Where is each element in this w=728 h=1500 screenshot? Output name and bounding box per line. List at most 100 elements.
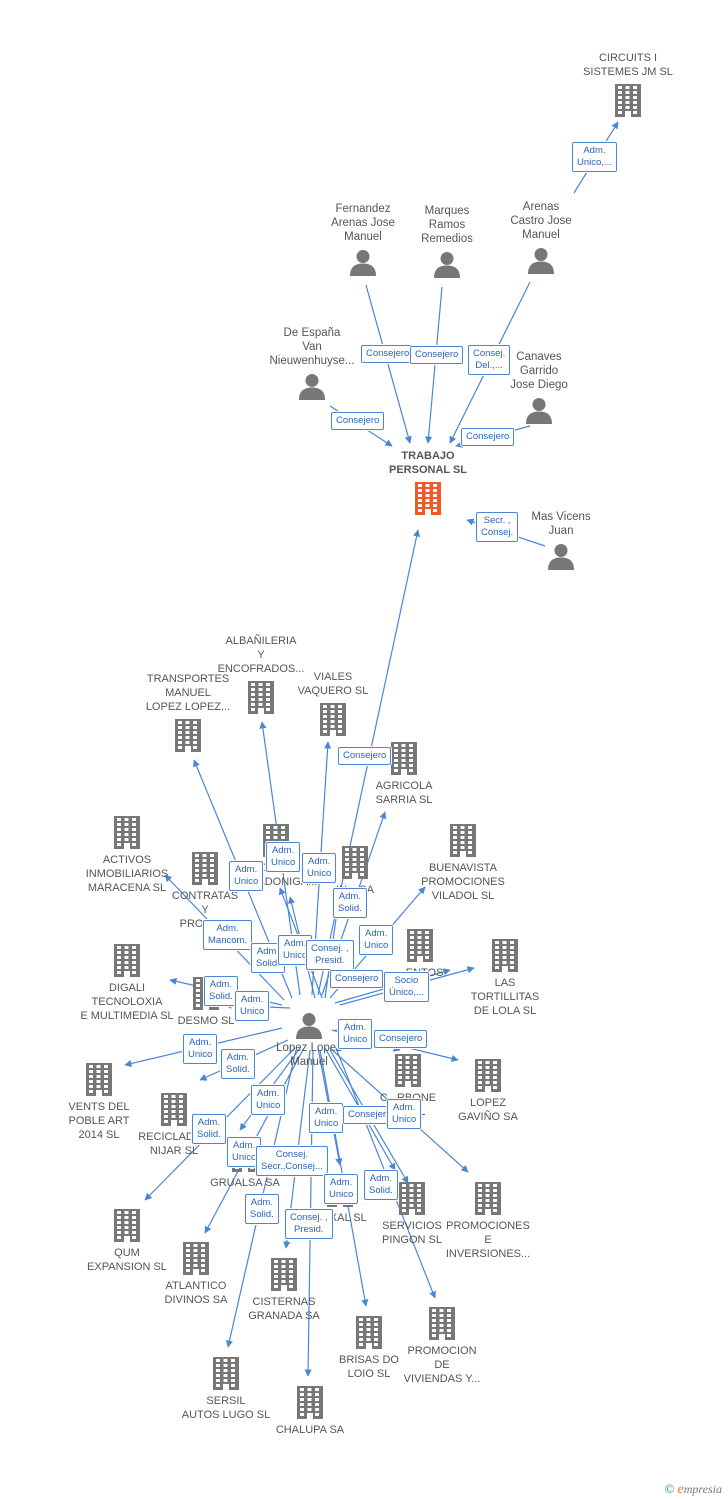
edge-role-label[interactable]: Consejero xyxy=(410,346,464,364)
edge-role-label[interactable]: Consejero xyxy=(331,412,385,430)
building-icon[interactable] xyxy=(390,741,418,780)
person-icon[interactable] xyxy=(547,542,575,575)
building-icon[interactable] xyxy=(174,718,202,757)
person-name[interactable]: Mas Vicens Juan xyxy=(531,511,591,537)
edge-role-label[interactable]: Adm. Unico xyxy=(266,842,301,872)
edge-role-label[interactable]: Adm. Solid. xyxy=(333,888,367,918)
person-icon[interactable] xyxy=(349,248,377,281)
building-icon[interactable] xyxy=(406,928,434,967)
company-name[interactable]: DIGALI TECNOLOXIA E MULTIMEDIA SL xyxy=(80,982,174,1022)
edge-role-label[interactable]: Adm. Unico xyxy=(309,1103,344,1133)
company-name[interactable]: LOPEZ GAVIÑO SA xyxy=(458,1097,518,1123)
building-icon[interactable] xyxy=(414,481,442,520)
edge-role-label[interactable]: Consej. Del.,... xyxy=(468,345,511,375)
company-name[interactable]: SERVICIOS PINGON SL xyxy=(382,1220,442,1246)
building-icon[interactable] xyxy=(270,1257,298,1296)
edge-role-label[interactable]: Consejero xyxy=(374,1030,428,1048)
company-name[interactable]: GRUALSA SA xyxy=(210,1177,280,1189)
building-icon[interactable] xyxy=(182,1241,210,1280)
building-icon[interactable] xyxy=(474,1181,502,1220)
company-name[interactable]: TRABAJO PERSONAL SL xyxy=(388,450,468,476)
edge-role-label[interactable]: Adm. Unico xyxy=(251,1085,286,1115)
building-icon[interactable] xyxy=(341,845,369,884)
edge-role-label[interactable]: Consejero xyxy=(361,345,415,363)
company-name[interactable]: BUENAVISTA PROMOCIONES VILADOL SL xyxy=(421,862,505,902)
copyright-symbol: © xyxy=(664,1481,675,1496)
building-icon[interactable] xyxy=(85,1062,113,1101)
edge-role-label[interactable]: Adm. Unico xyxy=(229,861,264,891)
person-name[interactable]: De España Van Nieuwenhuyse... xyxy=(269,327,355,367)
company-name[interactable]: RECICLADOS NIJAR SL xyxy=(138,1131,210,1157)
company-name[interactable]: VIALES VAQUERO SL xyxy=(297,671,369,697)
company-name[interactable]: ALBAÑILERIA Y ENCOFRADOS... xyxy=(217,635,305,675)
edge-role-label[interactable]: Adm. Unico xyxy=(324,1174,359,1204)
person-name[interactable]: Fernandez Arenas Jose Manuel xyxy=(331,203,395,243)
edge-role-label[interactable]: Adm. Solid. xyxy=(364,1170,398,1200)
edge-role-label[interactable]: Adm. Unico xyxy=(338,1019,373,1049)
building-icon[interactable] xyxy=(355,1315,383,1354)
edge-role-label[interactable]: Adm. Unico xyxy=(359,925,394,955)
company-name[interactable]: TRANSPORTES MANUEL LOPEZ LOPEZ... xyxy=(145,673,231,713)
edge-role-label[interactable]: Adm. Solid. xyxy=(204,976,238,1006)
building-icon[interactable] xyxy=(113,815,141,854)
edge-role-label[interactable]: Consej. Secr.,Consej... xyxy=(256,1146,328,1176)
edge-role-label[interactable]: Consejero xyxy=(343,1106,397,1124)
building-icon[interactable] xyxy=(398,1181,426,1220)
building-icon[interactable] xyxy=(491,938,519,977)
company-name[interactable]: DESMO SL xyxy=(177,1015,235,1027)
edge-role-label[interactable]: Socio Único,... xyxy=(384,972,429,1002)
building-icon[interactable] xyxy=(113,943,141,982)
person-name[interactable]: Arenas Castro Jose Manuel xyxy=(510,201,572,241)
edge-role-label[interactable]: Consejero xyxy=(338,747,392,765)
company-name[interactable]: ACTIVOS INMOBILIARIOS MARACENA SL xyxy=(85,854,169,894)
company-name[interactable]: VENTS DEL POBLE ART 2014 SL xyxy=(68,1101,130,1141)
person-name[interactable]: Canaves Garrido Jose Diego xyxy=(510,351,568,391)
person-icon[interactable] xyxy=(525,396,553,429)
edge-role-label[interactable]: Adm. Solid. xyxy=(192,1114,226,1144)
person-icon[interactable] xyxy=(298,372,326,405)
person-icon[interactable] xyxy=(527,246,555,279)
building-icon[interactable] xyxy=(160,1092,188,1131)
edge-role-label[interactable]: Adm. Unico xyxy=(302,853,337,883)
edge-role-label[interactable]: Adm. Solid. xyxy=(221,1049,255,1079)
edge-role-label[interactable]: Consej. , Presid. xyxy=(285,1209,333,1239)
building-icon[interactable] xyxy=(428,1306,456,1345)
company-name[interactable]: AGRICOLA SARRIA SL xyxy=(375,780,433,806)
edge-role-label[interactable]: Secr. , Consej. xyxy=(476,512,519,542)
edge-role-label[interactable]: Adm. Solid. xyxy=(245,1194,279,1224)
brand-initial: e xyxy=(677,1482,684,1497)
company-name[interactable]: PROMOCIONES E INVERSIONES... xyxy=(445,1220,531,1260)
company-name[interactable]: LAS TORTILLITAS DE LOLA SL xyxy=(470,977,540,1017)
person-icon[interactable] xyxy=(295,1011,323,1044)
company-name[interactable]: PROMOCION DE VIVIENDAS Y... xyxy=(403,1345,481,1385)
edge-role-label[interactable]: Adm. Unico xyxy=(235,991,270,1021)
person-icon[interactable] xyxy=(433,250,461,283)
company-name[interactable]: BRISAS DO LOIO SL xyxy=(339,1354,399,1380)
building-icon[interactable] xyxy=(614,83,642,122)
edge-role-label[interactable]: Consej. , Presid. xyxy=(306,940,354,970)
edge-role-label[interactable]: Adm. Unico xyxy=(183,1034,218,1064)
building-icon[interactable] xyxy=(113,1208,141,1247)
building-icon[interactable] xyxy=(449,823,477,862)
edge-role-label[interactable]: Consejero xyxy=(461,428,515,446)
building-icon[interactable] xyxy=(474,1058,502,1097)
building-icon[interactable] xyxy=(247,680,275,719)
building-icon[interactable] xyxy=(212,1356,240,1395)
company-name[interactable]: SERSIL AUTOS LUGO SL xyxy=(181,1395,271,1421)
building-icon[interactable] xyxy=(319,702,347,741)
building-icon[interactable] xyxy=(296,1385,324,1424)
person-name[interactable]: Lopez Lopez Manuel xyxy=(276,1042,342,1068)
company-name[interactable]: CISTERNAS GRANADA SA xyxy=(248,1296,320,1322)
edge-line xyxy=(365,284,412,444)
company-name[interactable]: ATLANTICO DIVINOS SA xyxy=(164,1280,228,1306)
company-name[interactable]: QUM EXPANSION SL xyxy=(87,1247,167,1273)
edge-role-label[interactable]: Consejero xyxy=(330,970,384,988)
edge-role-label[interactable]: Adm. Mancom. xyxy=(203,920,253,950)
company-name[interactable]: CIRCUITS I SISTEMES JM SL xyxy=(583,52,673,78)
company-name[interactable]: CHALUPA SA xyxy=(275,1424,345,1436)
building-icon[interactable] xyxy=(394,1053,422,1092)
person-name[interactable]: Marques Ramos Remedios xyxy=(421,205,473,245)
building-icon[interactable] xyxy=(191,851,219,890)
edge-role-label[interactable]: Adm. Unico xyxy=(387,1099,422,1129)
edge-role-label[interactable]: Adm. Unico,... xyxy=(572,142,617,172)
